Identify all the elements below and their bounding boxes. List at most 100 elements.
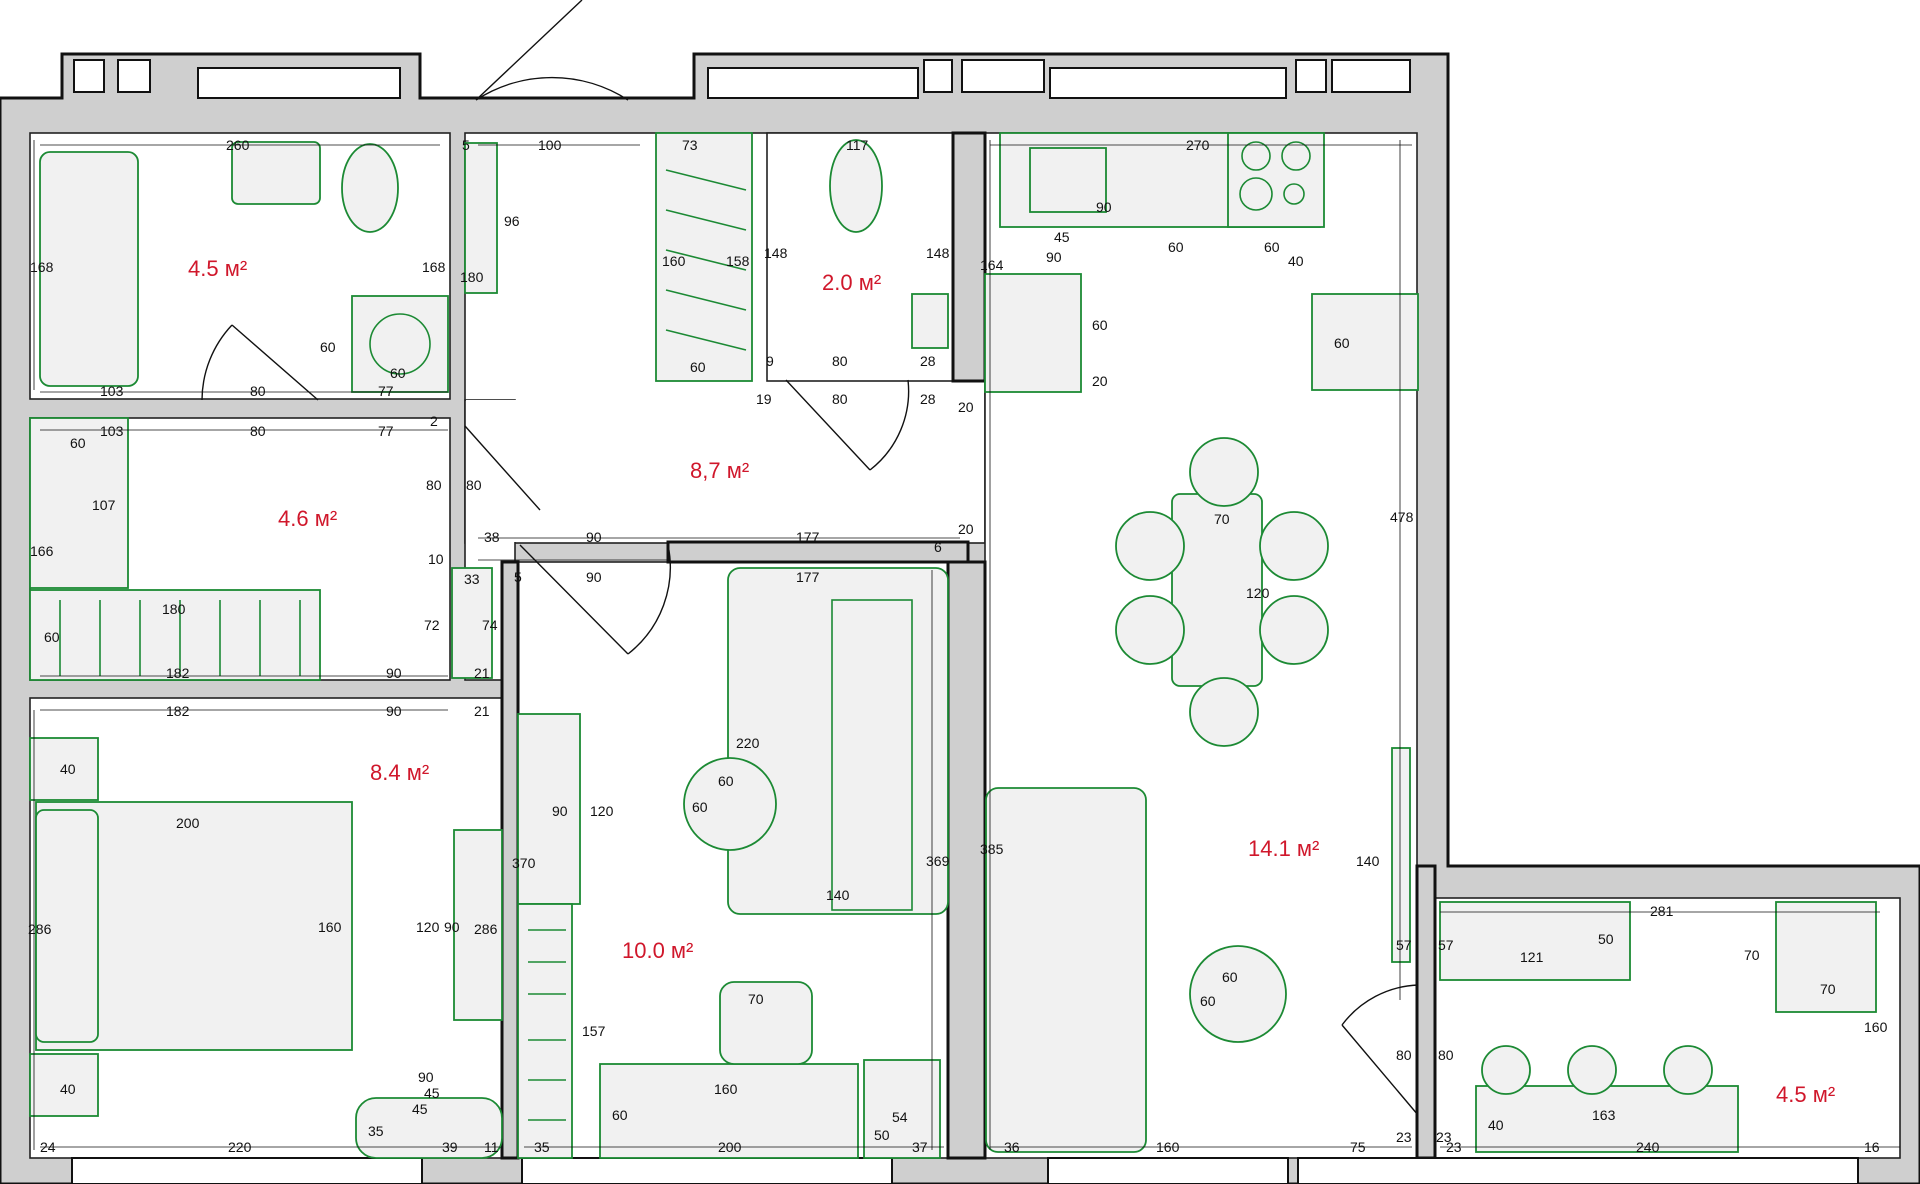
dim-label: 39: [442, 1139, 458, 1155]
dim-label: 90: [1096, 199, 1112, 215]
dim-label: 60: [690, 359, 706, 375]
dim-label: 23: [1446, 1139, 1462, 1155]
dim-label: 103: [100, 383, 124, 399]
nightstand-bottom: [29, 1053, 99, 1117]
dim-label: 177: [796, 569, 820, 585]
dim-label: 19: [756, 391, 772, 407]
dim-label: 40: [60, 761, 76, 777]
dim-label: 160: [1156, 1139, 1180, 1155]
area-kitchen: 14.1 м²: [1248, 836, 1319, 861]
dim-label: 60: [1168, 239, 1184, 255]
dim-label: 90: [444, 919, 460, 935]
dim-label: 90: [386, 703, 402, 719]
dim-label: 23: [1436, 1129, 1452, 1145]
area-living-room: 10.0 м²: [622, 938, 693, 963]
dim-label: 80: [832, 391, 848, 407]
wc-toilet: [829, 139, 883, 233]
dim-label: 75: [1350, 1139, 1366, 1155]
dim-label: 200: [176, 815, 200, 831]
dimension-labels: 260 168 168 60 60 103 80 77 5 180 100 96…: [28, 137, 1888, 1155]
dim-label: 107: [92, 497, 116, 513]
dim-label: 148: [926, 245, 950, 261]
dim-label: 148: [764, 245, 788, 261]
dim-label: 220: [228, 1139, 252, 1155]
dim-label: 24: [40, 1139, 56, 1155]
dim-label: 60: [1264, 239, 1280, 255]
wc-sink: [911, 293, 949, 349]
dim-label: 40: [60, 1081, 76, 1097]
dim-label: 160: [1864, 1019, 1888, 1035]
dim-label: 28: [920, 391, 936, 407]
bathtub: [39, 151, 139, 387]
sink: [231, 141, 321, 205]
dim-label: 20: [1092, 373, 1108, 389]
dim-label: 160: [662, 253, 686, 269]
dim-label: 90: [552, 803, 568, 819]
dim-label: 120: [590, 803, 614, 819]
dim-label: 50: [874, 1127, 890, 1143]
hall-shoe-rack: [464, 142, 498, 294]
dim-label: 54: [892, 1109, 908, 1125]
dim-label: 77: [378, 383, 394, 399]
closet-shelving-left: [29, 417, 129, 589]
dim-label: 45: [1054, 229, 1070, 245]
dim-label: 117: [846, 137, 869, 153]
dim-label: 60: [718, 773, 734, 789]
nightstand-top: [29, 737, 99, 801]
kitchen-round-table: [1189, 945, 1287, 1043]
dim-label: 2: [430, 413, 438, 429]
coffee-table: [683, 757, 777, 851]
dim-label: 60: [692, 799, 708, 815]
hall-living-wall: [666, 540, 970, 564]
dim-label: 478: [1390, 509, 1414, 525]
kitchen-balcony-wall: [1415, 864, 1437, 1160]
balcony-cabinet: [1439, 901, 1631, 981]
dim-label: 120: [416, 919, 440, 935]
dim-label: 90: [418, 1069, 434, 1085]
dim-label: 160: [714, 1081, 738, 1097]
dim-label: 90: [1046, 249, 1062, 265]
dim-label: 270: [1186, 137, 1210, 153]
dim-label: 80: [250, 423, 266, 439]
dim-label: 80: [250, 383, 266, 399]
dim-label: 28: [920, 353, 936, 369]
dim-label: 37: [912, 1139, 928, 1155]
dim-label: 370: [512, 855, 536, 871]
dim-label: 96: [504, 213, 520, 229]
dim-label: 120: [1246, 585, 1270, 601]
dim-label: 121: [1520, 949, 1544, 965]
washing-machine: [351, 295, 449, 393]
dim-label: 40: [1288, 253, 1304, 269]
dim-label: 100: [538, 137, 562, 153]
area-balcony: 4.5 м²: [1776, 1082, 1835, 1107]
dim-label: 74: [482, 617, 498, 633]
dim-label: 38: [484, 529, 500, 545]
corner-sofa: [727, 567, 949, 915]
dim-label: 20: [958, 521, 974, 537]
dim-label: 20: [958, 399, 974, 415]
balcony-table: [1475, 1085, 1739, 1153]
dim-label: 50: [1598, 931, 1614, 947]
dim-label: 33: [464, 571, 480, 587]
dim-label: 72: [424, 617, 440, 633]
dim-label: 21: [474, 665, 490, 681]
kitchen-counter-left: [984, 273, 1082, 393]
dim-label: 21: [474, 703, 490, 719]
dim-label: 60: [1200, 993, 1216, 1009]
dim-label: 10: [428, 551, 444, 567]
dim-label: 163: [1592, 1107, 1616, 1123]
dim-label: 160: [318, 919, 342, 935]
dim-label: 5: [462, 137, 470, 153]
dim-label: 16: [1864, 1139, 1880, 1155]
stove: [1227, 132, 1325, 228]
dim-label: 385: [980, 841, 1004, 857]
bedroom-chair: [355, 1097, 503, 1159]
dim-label: 90: [386, 665, 402, 681]
dim-label: 158: [726, 253, 750, 269]
fridge: [1311, 293, 1419, 391]
dim-label: 369: [926, 853, 950, 869]
dim-label: 77: [378, 423, 394, 439]
dim-label: 80: [466, 477, 482, 493]
area-labels: 4.5 м² 2.0 м² 8,7 м² 4.6 м² 8.4 м² 10.0 …: [188, 256, 1835, 1107]
windows: [71, 59, 1859, 1184]
